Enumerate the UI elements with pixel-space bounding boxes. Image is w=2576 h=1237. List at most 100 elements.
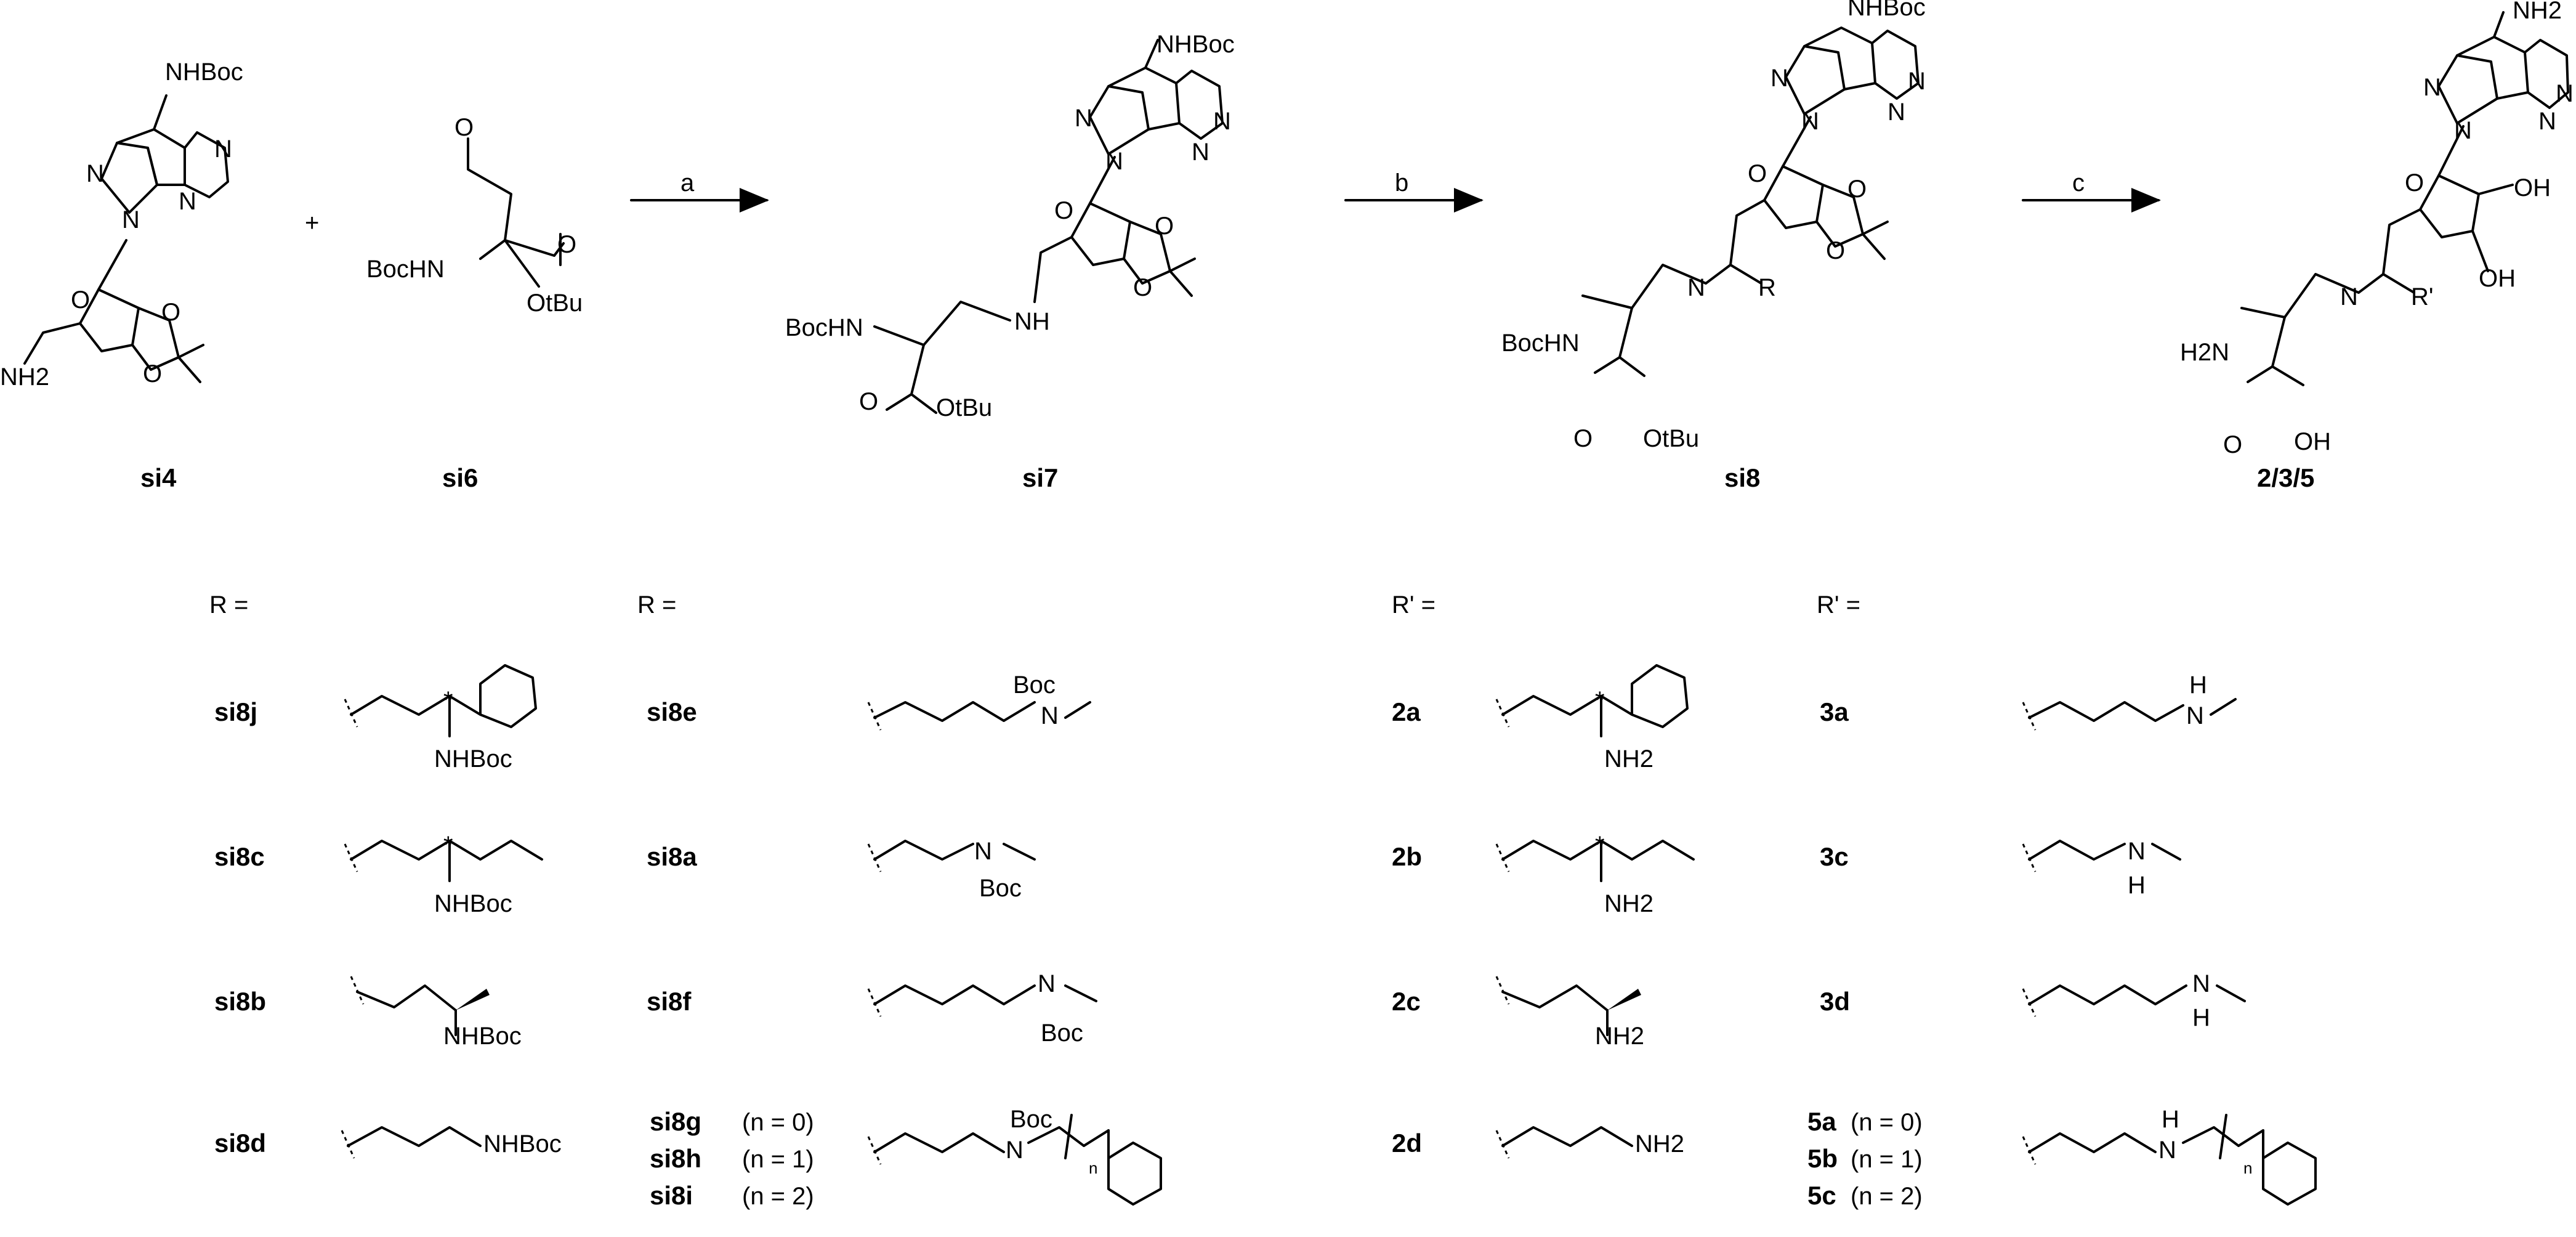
- label-si8j: si8j: [214, 697, 257, 726]
- ring-o-label: O: [1155, 213, 1174, 240]
- step-a-label: a: [680, 169, 695, 197]
- substituent-2d: [1495, 1126, 1633, 1159]
- amine-n-label: N: [2128, 838, 2146, 865]
- bochn-label: BocHN: [785, 314, 863, 341]
- ring-n-label: N: [1075, 105, 1092, 132]
- label-si7: si7: [1022, 463, 1058, 492]
- label-si8g: si8g: [650, 1107, 701, 1136]
- substituent-si8b: [350, 976, 490, 1036]
- substituent-3a: [2022, 698, 2237, 731]
- nhboc-label: NHBoc: [443, 1023, 522, 1050]
- amine-n-label: N: [2186, 702, 2204, 729]
- rprime-header-left: R' =: [1392, 591, 1435, 618]
- label-si4: si4: [140, 463, 177, 492]
- ring-n-label: N: [1801, 108, 1819, 135]
- label-5a: 5a: [1807, 1107, 1836, 1136]
- stereo-star: *: [1595, 687, 1605, 714]
- nh2-label: NH2: [1635, 1130, 1684, 1158]
- boc-label: Boc: [1010, 1106, 1052, 1133]
- nhboc-label: NHBoc: [1847, 0, 1926, 21]
- ring-n-label: N: [2454, 117, 2472, 144]
- amine-nh-label: NH: [1014, 308, 1050, 335]
- amine-n-label: N: [2192, 970, 2210, 997]
- ring-n-label: N: [1105, 148, 1123, 175]
- ring-o-label: O: [1133, 274, 1152, 301]
- bochn-label: BocHN: [366, 256, 445, 283]
- ring-n-label: N: [179, 188, 196, 215]
- ring-o-label: O: [1847, 176, 1867, 203]
- ring-n-label: N: [1908, 68, 1926, 95]
- ring-o-label: O: [2405, 169, 2424, 197]
- label-2c: 2c: [1392, 987, 1421, 1016]
- n-value: (n = 2): [742, 1183, 814, 1210]
- substituent-si8f: [867, 984, 1097, 1017]
- label-2d: 2d: [1392, 1129, 1422, 1158]
- otbu-label: OtBu: [936, 394, 992, 421]
- hydroxyl-label: OH: [2479, 265, 2516, 292]
- label-3a: 3a: [1820, 697, 1849, 726]
- label-si8f: si8f: [647, 987, 692, 1016]
- label-3d: 3d: [1820, 987, 1850, 1016]
- ring-n-label: N: [2556, 80, 2574, 107]
- substituent-3c: [2022, 840, 2181, 872]
- substituent-si8c: [344, 840, 543, 882]
- bochn-label: BocHN: [1501, 330, 1580, 357]
- ester-o-label: O: [859, 388, 878, 415]
- label-final: 2/3/5: [2257, 463, 2314, 492]
- adenine-ring-si4: [100, 94, 229, 214]
- substituent-2a: [1495, 664, 1689, 737]
- hydroxyl-label: OH: [2514, 174, 2551, 201]
- label-si8b: si8b: [214, 987, 266, 1016]
- boc-label: Boc: [1013, 671, 1056, 699]
- label-2a: 2a: [1392, 697, 1421, 726]
- substituent-si8j: [344, 664, 537, 737]
- n-value: (n = 2): [1851, 1183, 1923, 1210]
- rprime-header-right: R' =: [1817, 591, 1860, 618]
- label-5c: 5c: [1807, 1181, 1836, 1210]
- stereo-star: *: [443, 832, 453, 859]
- compound-final: [2240, 11, 2569, 386]
- nhboc-label: NHBoc: [434, 890, 512, 917]
- nh2-label: NH2: [1604, 745, 1653, 773]
- ring-n-label: N: [122, 206, 140, 233]
- ring-o-label: O: [1748, 160, 1767, 187]
- compound-si4: NHBoc N N N N O O O NH2: [0, 59, 243, 391]
- label-2b: 2b: [1392, 842, 1422, 871]
- n-value: (n = 1): [742, 1146, 814, 1173]
- n-value: (n = 1): [1851, 1146, 1923, 1173]
- n-value: (n = 0): [742, 1109, 814, 1136]
- nh2-label: NH2: [0, 363, 49, 391]
- h2n-label: H2N: [2180, 339, 2229, 366]
- acid-oh-label: OH: [2294, 428, 2331, 455]
- r-header-left: R =: [209, 591, 248, 618]
- label-si8i: si8i: [650, 1181, 693, 1210]
- otbu-label: OtBu: [527, 290, 583, 317]
- ring-n-label: N: [86, 160, 104, 187]
- ring-n-label: N: [1213, 108, 1231, 135]
- ring-n-label: N: [1770, 65, 1788, 92]
- ester-o-label: O: [557, 231, 576, 258]
- ring-o-label: O: [1826, 237, 1845, 264]
- label-si8d: si8d: [214, 1129, 266, 1158]
- ring-o-label: O: [143, 360, 162, 387]
- label-si6: si6: [442, 463, 478, 492]
- ring-n-label: N: [1192, 139, 1209, 166]
- amine-h-label: H: [2162, 1106, 2179, 1133]
- r-header-middle: R =: [637, 591, 676, 618]
- stereo-star: *: [1595, 832, 1605, 859]
- label-si8c: si8c: [214, 842, 265, 871]
- ring-o-label: O: [161, 299, 180, 326]
- label-si8h: si8h: [650, 1144, 701, 1173]
- label-si8: si8: [1724, 463, 1760, 492]
- substituent-3d: [2022, 984, 2246, 1017]
- boc-label: Boc: [1041, 1020, 1083, 1047]
- nh2-label: NH2: [2513, 0, 2562, 24]
- ring-n-label: N: [2538, 108, 2556, 135]
- ester-o-label: O: [1573, 425, 1593, 452]
- nh2-label: NH2: [1595, 1023, 1644, 1050]
- substituent-5abc: [2022, 1114, 2317, 1206]
- nhboc-label: NHBoc: [165, 59, 243, 86]
- amine-n-label: N: [1038, 970, 1056, 997]
- amine-h-label: H: [2189, 671, 2207, 699]
